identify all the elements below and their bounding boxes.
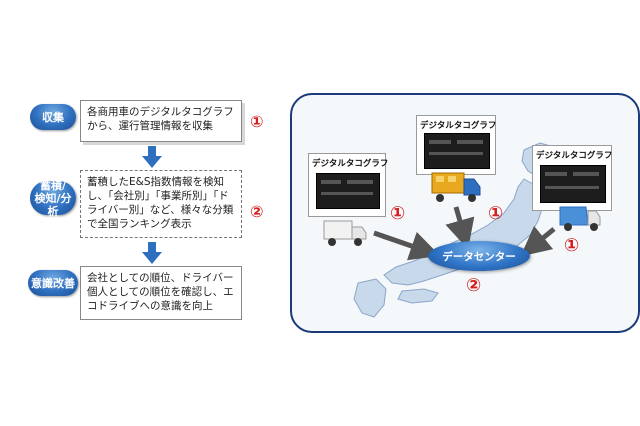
step-marker-analyze: ②	[250, 202, 264, 221]
step-text-improve: 会社としての順位、ドライバー個人としての順位を確認し、エコドライブへの意識を向上	[80, 266, 242, 320]
flow-arrows	[373, 206, 556, 261]
tachograph-device-icon	[316, 173, 380, 209]
data-flow-map-panel: デジタルタコグラフ デジタルタコグラフ デジタルタコグラフ	[290, 93, 640, 333]
step-marker-collect: ①	[250, 112, 264, 131]
step-label-collect: 収集	[30, 104, 76, 130]
tachograph-device-icon	[540, 165, 606, 203]
map-marker-left: ①	[390, 203, 406, 224]
arrow-middle	[445, 206, 475, 250]
down-arrow-icon	[142, 146, 162, 168]
data-center: データセンター	[428, 241, 530, 271]
cargo-truck-icon	[431, 172, 481, 202]
map-marker-center: ②	[466, 275, 482, 296]
step-text-collect: 各商用車のデジタルタコグラフから、運行管理情報を収集	[80, 100, 242, 142]
garbage-truck-icon	[559, 206, 601, 231]
step-text-analyze: 蓄積したE&S指数情報を検知し、「会社別」「事業所別」「ドライバー別」など、様々…	[80, 170, 242, 238]
device-label-right: デジタルタコグラフ	[536, 151, 613, 161]
map-marker-middle: ①	[488, 203, 504, 224]
tachograph-device-icon	[424, 133, 490, 169]
map-marker-right: ①	[564, 235, 580, 256]
step-label-analyze: 蓄積/ 検知/分析	[30, 179, 76, 218]
white-truck-icon	[323, 220, 367, 246]
device-label-left: デジタルタコグラフ	[312, 159, 389, 169]
arrow-left	[373, 230, 441, 261]
step-label-improve: 意識改善	[28, 270, 78, 296]
down-arrow-icon	[142, 242, 162, 264]
device-label-middle: デジタルタコグラフ	[420, 121, 497, 131]
arrow-right	[520, 225, 556, 257]
